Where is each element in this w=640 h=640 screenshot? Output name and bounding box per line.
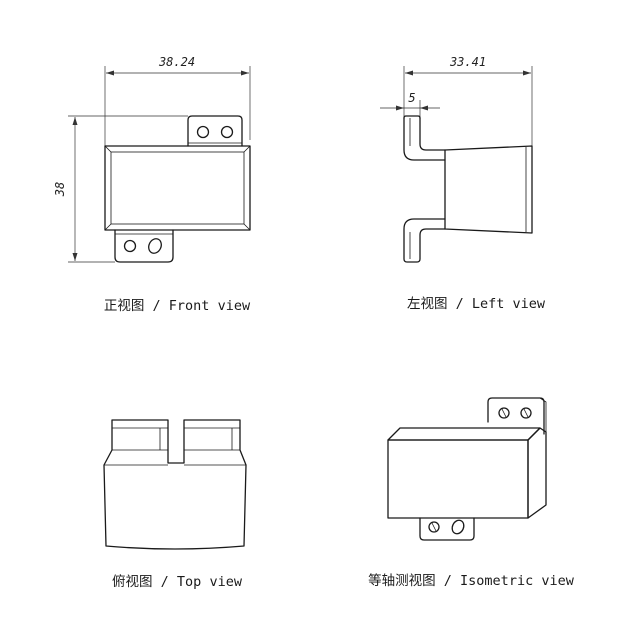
- top-view-caption: 俯视图 / Top view: [112, 574, 242, 590]
- front-view-caption: 正视图 / Front view: [103, 298, 251, 314]
- left-thickness-dimension: 5: [408, 91, 415, 105]
- isometric-view-caption: 等轴测视图 / Isometric view: [368, 573, 574, 589]
- left-view: 33.41 5: [380, 55, 533, 263]
- isometric-view: [387, 397, 547, 541]
- front-height-dimension: 38: [53, 182, 67, 197]
- top-view: [103, 419, 247, 550]
- front-view: 38.24 38: [53, 55, 251, 263]
- left-width-dimension: 33.41: [449, 55, 486, 69]
- left-view-caption: 左视图 / Left view: [406, 296, 546, 312]
- front-width-dimension: 38.24: [158, 55, 195, 69]
